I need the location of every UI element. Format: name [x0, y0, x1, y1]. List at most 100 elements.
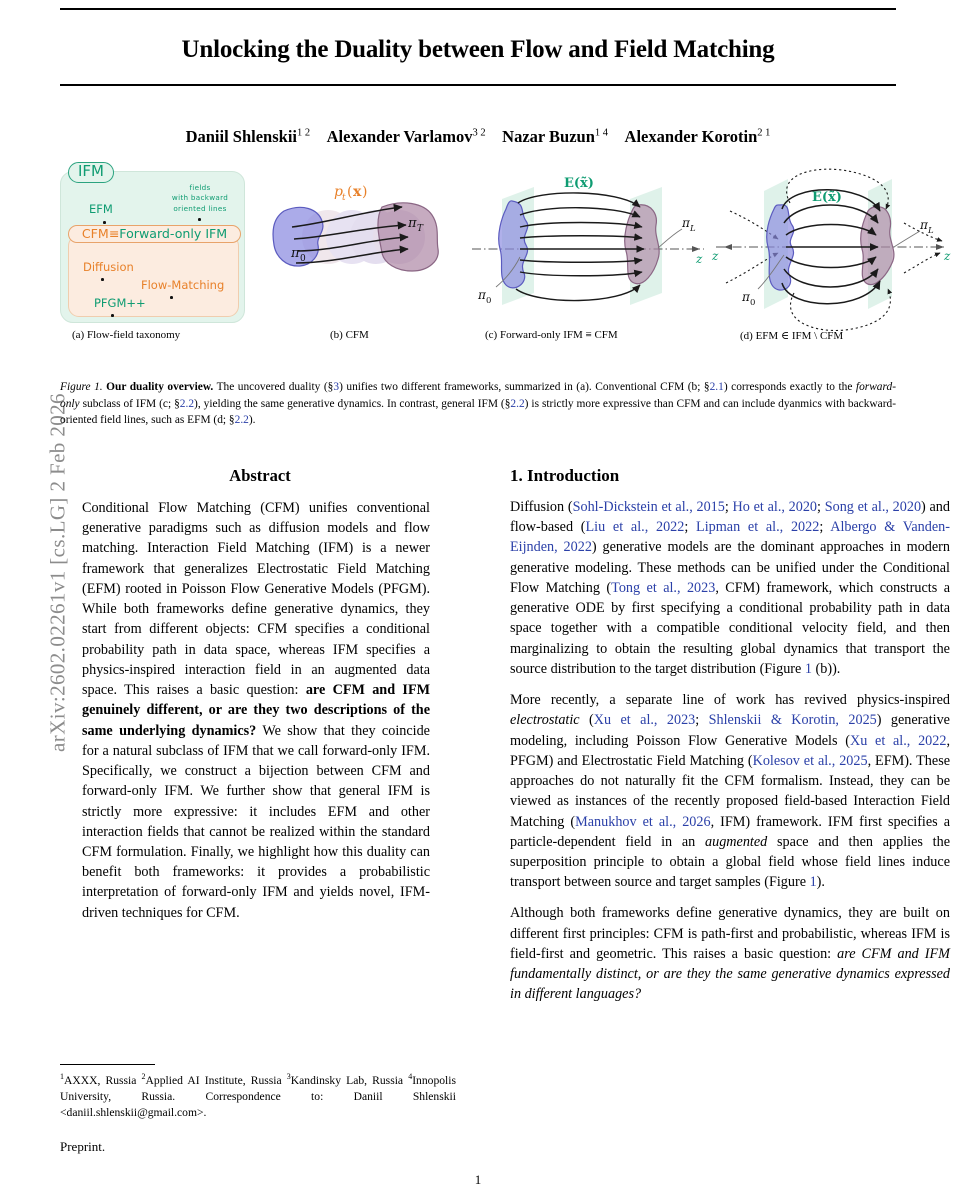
figure-caption: Figure 1. Our duality overview. The unco…	[60, 381, 896, 427]
svg-text:t: t	[342, 193, 346, 203]
subcaption-b: (b) CFM	[330, 329, 369, 341]
citation-link[interactable]: Xu et al., 2023	[593, 712, 696, 729]
citation-link[interactable]: Manukhov et al., 2026	[575, 813, 711, 830]
panel-d-axis-label-left: z	[711, 249, 719, 263]
citation-link[interactable]: 1	[809, 874, 817, 891]
taxonomy-note-line-3: oriented lines	[173, 203, 227, 213]
paper-page: Unlocking the Duality between Flow and F…	[60, 0, 956, 1200]
taxonomy-backward-note: fields with backward oriented lines	[156, 183, 244, 214]
citation-link[interactable]: Ho et al., 2020	[732, 499, 818, 515]
svg-text:): )	[362, 184, 367, 200]
citation-link[interactable]: Sohl-Dickstein et al., 2015	[572, 499, 725, 515]
svg-text:0: 0	[486, 296, 491, 306]
cfm-target-label: π	[407, 216, 417, 231]
affiliation-marker: 3	[286, 1072, 291, 1082]
figure-caption-ref-2: 2.1	[709, 381, 724, 393]
citation-link[interactable]: Liu et al., 2022	[585, 519, 685, 536]
abstract-heading: Abstract	[229, 466, 291, 485]
subcaption-a: (a) Flow-field taxonomy	[72, 329, 181, 341]
taxonomy-note-dot	[198, 218, 201, 221]
page-number: 1	[474, 1172, 482, 1187]
citation-link[interactable]: Shlenskii & Korotin, 2025	[708, 712, 877, 729]
panel-c-axis-label: z	[695, 252, 703, 266]
svg-text:L: L	[689, 224, 696, 234]
cfm-path-label: p	[334, 184, 343, 200]
cfm-source-blob	[272, 206, 324, 267]
header-rule-bottom	[60, 84, 896, 86]
taxonomy-efm-dot	[103, 221, 106, 224]
panel-c-source-label: π	[477, 288, 487, 302]
preprint-label: Preprint.	[60, 1139, 106, 1155]
taxonomy-equiv-sign: ≡	[108, 226, 120, 241]
svg-text:T: T	[417, 224, 424, 234]
taxonomy-pfgm-dot	[111, 314, 114, 317]
figure-panel-d-efm: z z	[708, 165, 956, 343]
figure-caption-lead: Our duality overview.	[106, 381, 214, 393]
taxonomy-pfgm-label: PFGM++	[94, 296, 146, 310]
figure-panel-b-cfm: π 0 π T p t ( x )	[256, 165, 470, 343]
taxonomy-diffusion-dot	[101, 278, 104, 281]
panel-d-field-label: E(x̃)	[812, 190, 842, 205]
panel-c-target-leader	[657, 228, 683, 249]
author-1: Daniil Shlenskii1 2	[185, 127, 311, 146]
author-4-affiliation-marks: 2 1	[757, 127, 771, 139]
cfm-diagram: π 0 π T p t ( x )	[272, 184, 439, 272]
z-axis-arrow	[692, 246, 700, 252]
taxonomy-efm-label: EFM	[89, 202, 113, 216]
taxonomy-flow-matching-label: Flow-Matching	[141, 278, 225, 292]
panel-d-axis-label-right: z	[943, 249, 951, 263]
taxonomy-cfm-label: CFM	[81, 226, 109, 241]
taxonomy-ifm-label: IFM	[68, 162, 114, 183]
citation-link[interactable]: Kolesov et al., 2025	[752, 752, 868, 769]
citation-link[interactable]: Song et al., 2020	[824, 499, 922, 515]
svg-text:0: 0	[300, 254, 306, 264]
footnote-rule	[60, 1064, 155, 1066]
affiliation-marker: 2	[141, 1072, 146, 1082]
abstract-body: Conditional Flow Matching (CFM) unifies …	[82, 500, 431, 921]
figure-caption-ref-5: 2.2	[234, 414, 249, 427]
introduction-paragraph-1: Diffusion (Sohl-Dickstein et al., 2015; …	[510, 499, 950, 677]
citation-link[interactable]: Tong et al., 2023	[611, 579, 716, 596]
header-rule-top	[60, 8, 896, 10]
subcaption-c: (c) Forward-only IFM ≡ CFM	[485, 329, 618, 341]
emphasis-text: electrostatic	[510, 712, 580, 729]
emphasis-text: are CFM and IFM fundamentally distinct, …	[510, 945, 950, 1003]
figure-caption-ref-4: 2.2	[510, 397, 525, 410]
efm-z-axis-arrow-left	[724, 244, 732, 250]
efm-z-axis-arrow-right	[936, 244, 944, 250]
cfm-source-label: π	[290, 246, 300, 261]
forward-only-ifm-diagram: z E(x̃)	[472, 176, 704, 306]
ifm-source-blob	[498, 200, 529, 289]
author-3-affiliation-marks: 1 4	[594, 127, 609, 139]
figure-caption-ref-1: 3	[333, 381, 340, 393]
author-3: Nazar Buzun1 4	[502, 127, 609, 146]
abstract-bold-question: are CFM and IFM genuinely different, or …	[82, 682, 431, 739]
right-column: 1. Introduction Diffusion (Sohl-Dickstei…	[510, 466, 950, 1016]
taxonomy-flow-matching-dot	[170, 296, 173, 299]
taxonomy-note-line-1: fields	[189, 183, 211, 192]
svg-text:x: x	[353, 184, 362, 200]
citation-link[interactable]: Albergo & Vanden-Eijnden, 2022	[510, 519, 950, 556]
citation-link[interactable]: 1	[804, 660, 812, 677]
taxonomy-diffusion-label: Diffusion	[83, 260, 134, 274]
panel-d-target-label: π	[919, 218, 929, 232]
taxonomy-outer-box: IFM fields with backward oriented lines …	[60, 162, 245, 323]
panel-c-source-leader	[495, 256, 521, 288]
author-2: Alexander Varlamov3 2	[326, 127, 486, 146]
citation-link[interactable]: Xu et al., 2022	[849, 732, 947, 749]
author-2-affiliation-marks: 3 2	[472, 127, 486, 139]
citation-link[interactable]: Lipman et al., 2022	[696, 519, 820, 536]
figure-panel-c-forward-only-ifm: z E(x̃)	[468, 165, 716, 343]
panel-c-target-label: π	[681, 216, 691, 230]
figure-caption-italic-1: forward-only	[60, 381, 896, 410]
taxonomy-note-line-2: with backward	[171, 193, 229, 203]
affiliations-footnote: 1AXXX, Russia 2Applied AI Institute, Rus…	[60, 1072, 456, 1120]
figure-panel-a-taxonomy: IFM fields with backward oriented lines …	[60, 162, 260, 343]
ifm-field-lines	[515, 192, 645, 302]
page-title: Unlocking the Duality between Flow and F…	[181, 36, 775, 63]
svg-text:0: 0	[750, 298, 755, 308]
figure-1: IFM fields with backward oriented lines …	[60, 162, 956, 343]
introduction-body: Diffusion (Sohl-Dickstein et al., 2015; …	[510, 497, 950, 1005]
author-1-affiliation-marks: 1 2	[297, 127, 311, 139]
efm-diagram: z z	[711, 168, 951, 332]
